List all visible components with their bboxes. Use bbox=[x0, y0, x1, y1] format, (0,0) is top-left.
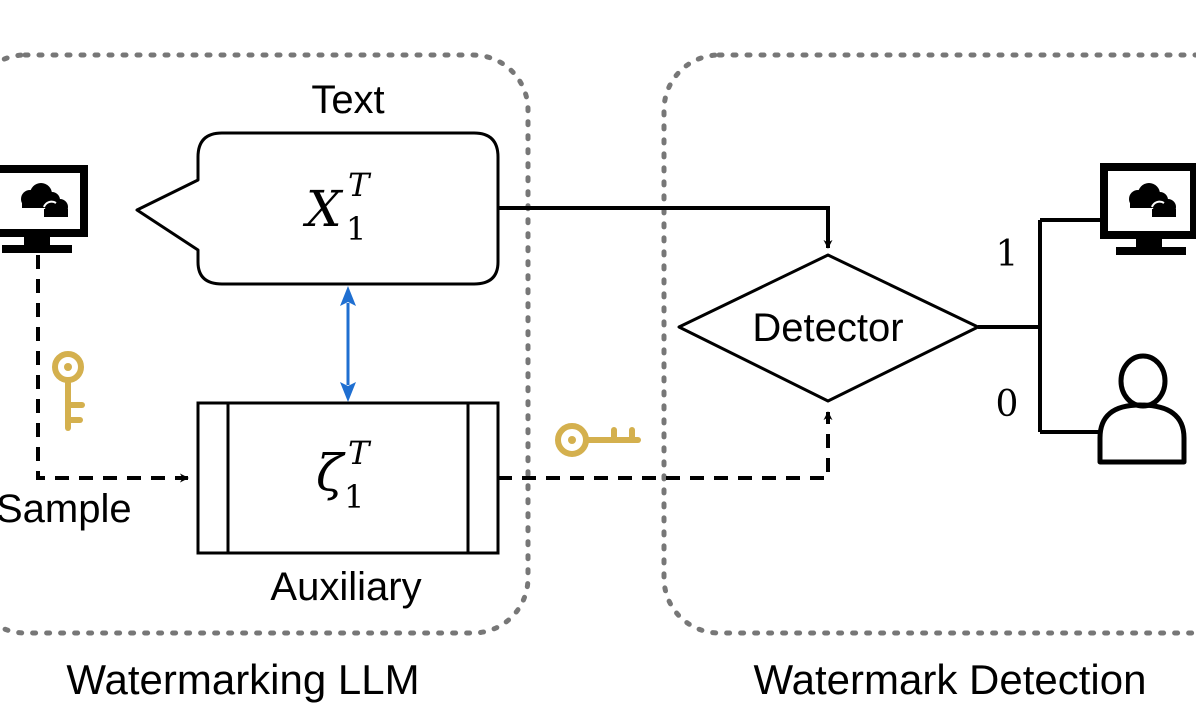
bidirectional-arrow bbox=[340, 286, 356, 402]
text-math: X 1 T bbox=[302, 166, 372, 248]
monitor-cloud-icon bbox=[1100, 163, 1196, 255]
watermark-detection-label: Watermark Detection bbox=[754, 656, 1147, 703]
key-icon bbox=[555, 423, 641, 457]
auxiliary-box bbox=[196, 401, 500, 555]
auxiliary-label: Auxiliary bbox=[270, 565, 421, 609]
text-to-detector-arrow bbox=[498, 206, 833, 249]
key-icon bbox=[46, 351, 92, 434]
watermarking-llm-label: Watermarking LLM bbox=[66, 656, 419, 703]
person-icon bbox=[1097, 353, 1187, 465]
detector-diamond bbox=[677, 253, 980, 403]
sample-arrow bbox=[36, 255, 189, 483]
output-branches bbox=[978, 218, 1100, 434]
auxiliary-to-detector-arrow bbox=[498, 411, 833, 480]
sample-label: Sample bbox=[0, 487, 132, 531]
watermarking-llm-group bbox=[0, 52, 531, 636]
detector-label: Detector bbox=[752, 306, 903, 350]
text-bubble bbox=[135, 131, 500, 286]
text-label: Text bbox=[311, 78, 384, 122]
aux-math: ζ 1 T bbox=[316, 434, 372, 516]
output-one-label: 1 bbox=[996, 234, 1019, 275]
text-math-sup: T bbox=[348, 166, 372, 204]
aux-math-base: ζ bbox=[316, 444, 346, 502]
aux-math-sub: 1 bbox=[344, 478, 364, 516]
monitor-cloud-icon bbox=[0, 165, 88, 253]
text-math-sub: 1 bbox=[346, 210, 366, 248]
text-math-base: X bbox=[302, 180, 344, 238]
watermark-detection-group bbox=[661, 52, 1196, 636]
aux-math-sup: T bbox=[348, 434, 372, 472]
output-zero-label: 0 bbox=[996, 384, 1019, 425]
